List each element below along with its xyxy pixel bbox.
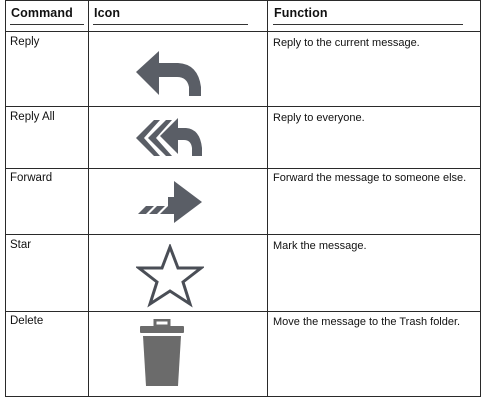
table-border-bottom — [5, 396, 481, 397]
function-cell: Mark the message. — [273, 240, 367, 252]
function-cell: Reply to the current message. — [273, 37, 420, 49]
header-command: Command — [11, 6, 73, 20]
table-border-right — [480, 0, 481, 397]
row-divider-2 — [5, 168, 481, 169]
column-divider-1 — [88, 0, 89, 397]
command-cell: Delete — [10, 315, 44, 327]
table-border-left — [5, 0, 6, 397]
function-cell: Reply to everyone. — [273, 112, 365, 124]
header-icon-underline — [93, 24, 248, 25]
command-cell: Reply All — [10, 111, 55, 123]
reply-arrow-icon — [134, 49, 204, 101]
function-cell: Forward the message to someone else. — [273, 172, 467, 184]
row-divider-3 — [5, 234, 481, 235]
row-divider-4 — [5, 311, 481, 312]
trash-can-icon — [137, 319, 187, 389]
table-border-top — [5, 0, 481, 1]
command-cell: Star — [10, 239, 32, 251]
star-outline-icon — [136, 244, 204, 308]
row-divider-1 — [5, 106, 481, 107]
header-command-underline — [10, 24, 84, 25]
column-divider-2 — [267, 0, 268, 397]
header-function: Function — [274, 6, 328, 20]
header-function-underline — [273, 24, 463, 25]
header-icon: Icon — [94, 6, 121, 20]
forward-arrow-icon — [136, 177, 204, 227]
reply-all-double-arrow-icon — [134, 114, 204, 162]
command-cell: Reply — [10, 36, 40, 48]
header-bottom-border — [5, 31, 481, 32]
command-cell: Forward — [10, 172, 53, 184]
function-cell: Move the message to the Trash folder. — [273, 316, 461, 328]
